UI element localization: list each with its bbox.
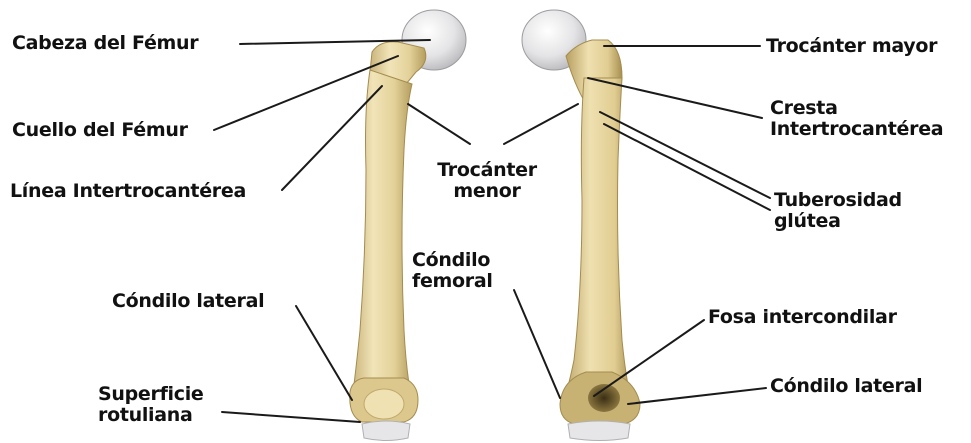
label-intercondylar-fossa: Fosa intercondilar: [708, 307, 897, 328]
label-patellar-surface: Superficie rotuliana: [98, 384, 204, 426]
label-femoral-condyle: Cóndilo femoral: [412, 250, 493, 292]
label-intertrochanteric-crest: Cresta Intertrocantérea: [770, 98, 943, 140]
right-femur-shaft: [562, 78, 632, 404]
label-gluteal-tuberosity: Tuberosidad glútea: [774, 190, 902, 232]
left-patellar-surface: [364, 389, 404, 419]
left-tibia-top: [362, 421, 410, 441]
label-lateral-condyle-right: Cóndilo lateral: [770, 376, 922, 397]
label-lesser-trochanter: Trocánter menor: [432, 160, 542, 202]
leader-lesser-trochanter-right: [504, 104, 578, 144]
leader-lateral-condyle-right: [628, 388, 766, 404]
label-lateral-condyle-left: Cóndilo lateral: [112, 291, 264, 312]
leader-lines: [214, 40, 770, 422]
leader-patellar-surface: [222, 412, 360, 422]
label-femoral-neck: Cuello del Fémur: [12, 120, 188, 141]
label-femoral-head: Cabeza del Fémur: [12, 33, 198, 54]
leader-lesser-trochanter-left: [408, 104, 470, 144]
left-femur: [350, 10, 466, 441]
leader-femoral-condyle: [514, 290, 560, 398]
leader-lateral-condyle-left: [296, 306, 352, 400]
leader-gluteal-tuberosity-a: [600, 112, 770, 198]
left-femur-shaft: [352, 70, 412, 402]
leader-gluteal-tuberosity-b: [604, 124, 770, 210]
label-intertrochanteric-line: Línea Intertrocantérea: [10, 181, 246, 202]
label-greater-trochanter: Trocánter mayor: [766, 36, 937, 57]
right-tibia-top: [568, 421, 630, 441]
